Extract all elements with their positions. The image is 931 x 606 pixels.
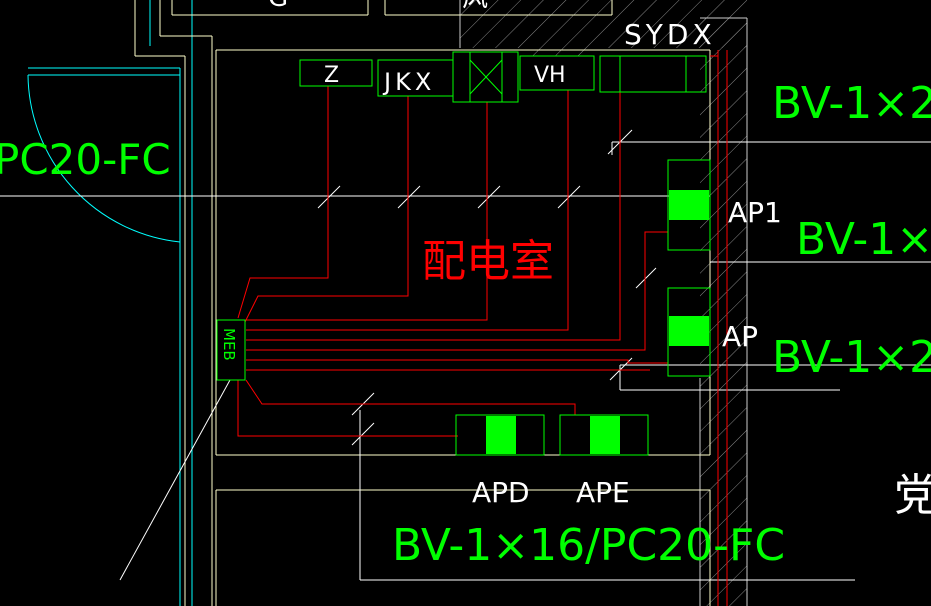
label-top-g: G <box>268 0 288 13</box>
panel-label-ap: AP <box>722 320 758 353</box>
panel-label-ap1: AP1 <box>728 196 782 229</box>
panel-apd[interactable] <box>455 414 545 456</box>
box-label-jkx: JKX <box>382 68 435 96</box>
box-label-meb: MEB <box>220 328 238 361</box>
cable-label-3: BV-1×25/ <box>772 332 931 383</box>
cable-label-1: BV-1×25/ <box>772 78 931 129</box>
cable-label-left: PC20-FC <box>0 135 171 184</box>
white-lines <box>0 129 931 581</box>
cable-label-2: BV-1×6/ <box>796 214 931 265</box>
label-sydx: SYDX <box>624 18 716 51</box>
room-label: 配电室 <box>422 236 554 287</box>
yellow-walls <box>134 0 711 606</box>
meb-box[interactable] <box>216 319 246 381</box>
red-wires <box>237 50 728 606</box>
panel-label-ape: APE <box>576 476 630 509</box>
panel-ap[interactable] <box>667 287 711 377</box>
label-top-feng: 风 <box>462 0 488 13</box>
cyan-lines <box>27 0 193 606</box>
cable-label-bottom: BV-1×16/PC20-FC <box>392 520 785 571</box>
panel-ap1[interactable] <box>667 159 711 251</box>
panel-ape[interactable] <box>559 414 649 456</box>
right-edge-char: 党 <box>894 470 931 521</box>
box-label-vh: VH <box>534 63 566 88</box>
box-label-z: Z <box>324 63 339 88</box>
top-equipment <box>299 51 707 103</box>
panel-label-apd: APD <box>472 476 530 509</box>
hatched-walls <box>459 0 748 606</box>
